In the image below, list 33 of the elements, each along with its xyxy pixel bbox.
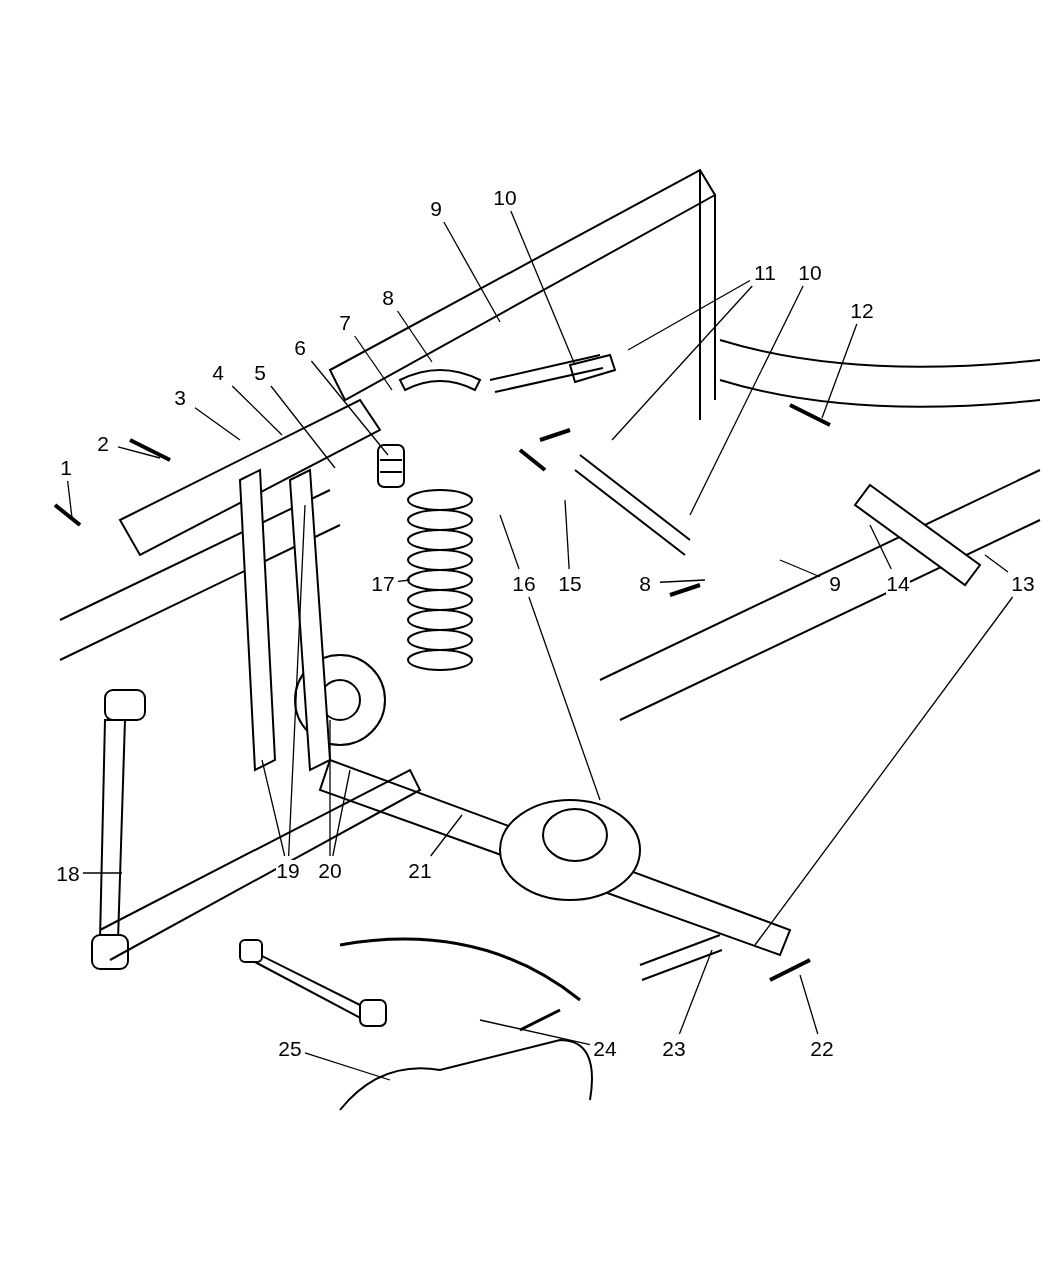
leader-line — [678, 949, 713, 1035]
leader-line — [332, 769, 351, 857]
leader-line — [310, 360, 389, 456]
leader-line — [194, 407, 241, 441]
leader-line — [779, 559, 821, 578]
leader-line — [528, 596, 601, 801]
leader-line — [821, 323, 858, 419]
leader-line — [396, 310, 433, 363]
leader-line — [430, 814, 463, 857]
leader-line — [270, 385, 336, 469]
leader-line — [354, 335, 393, 391]
leader-line — [564, 499, 570, 570]
leader-line — [799, 974, 819, 1035]
leader-line — [510, 210, 576, 366]
leader-line — [67, 480, 73, 519]
leader-line — [304, 1052, 391, 1081]
leader-line — [689, 285, 804, 516]
leader-line — [984, 554, 1009, 573]
leader-line — [499, 514, 520, 570]
leader-line — [443, 221, 501, 323]
callout-number: 19 — [276, 859, 300, 881]
leader-line — [611, 285, 753, 441]
leader-line — [627, 279, 751, 351]
leader-line — [117, 446, 161, 459]
leader-line — [329, 719, 331, 857]
leader-line — [479, 1019, 591, 1046]
leader-line — [288, 504, 306, 857]
leader-line — [659, 579, 706, 583]
leader-line — [397, 579, 411, 582]
leader-line — [231, 385, 283, 436]
leader-line — [754, 596, 1014, 946]
leader-line — [261, 759, 286, 857]
leader-line — [869, 524, 892, 570]
